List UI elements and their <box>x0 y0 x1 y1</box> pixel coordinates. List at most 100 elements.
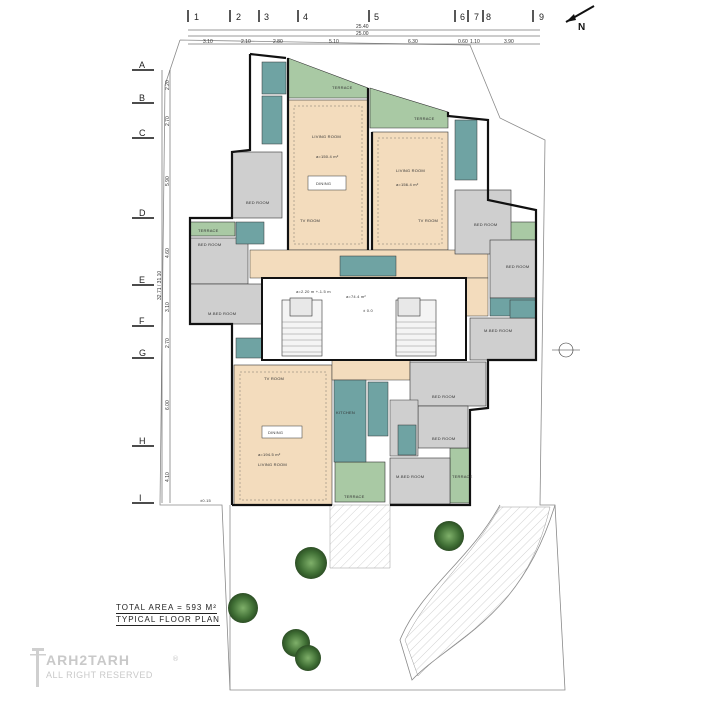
ldim-5: 3.10 <box>165 302 171 312</box>
row-B: B <box>139 93 145 103</box>
col-7: 7 <box>474 12 479 22</box>
label-mbed-1: M.BED ROOM <box>208 311 236 316</box>
terrace-top-left <box>287 57 369 99</box>
dim-overall-1: 25.40 <box>356 24 369 30</box>
plan-title-text: TYPICAL FLOOR PLAN <box>116 615 220 626</box>
bath-left <box>235 221 265 245</box>
lift-right <box>397 297 421 317</box>
master-bedroom-left <box>189 283 263 325</box>
col-8: 8 <box>486 12 491 22</box>
landscape-trees <box>228 521 464 671</box>
beige-strip-lower <box>331 359 411 381</box>
label-tv-upper: TV ROOM <box>300 218 320 223</box>
total-area-text: TOTAL AREA = 593 M² <box>116 603 217 614</box>
label-terrace-5: TERRACE <box>452 474 473 479</box>
label-lobby-sub: a=2.20 m +-1.5 m <box>296 289 331 294</box>
bedroom-upper-left <box>231 151 283 219</box>
label-bed-6: BED ROOM <box>432 436 455 441</box>
ldim-7: 6.00 <box>165 400 171 410</box>
terrace-top-right <box>369 87 449 129</box>
bath-ul-2 <box>261 95 283 145</box>
ldim-1: 2.20 <box>165 80 171 90</box>
label-bed-3: BED ROOM <box>474 222 497 227</box>
bath-lower <box>367 381 389 437</box>
dim-overall-2: 25.00 <box>356 31 369 37</box>
bedroom-lower-right-2 <box>417 405 469 449</box>
label-mbed-3: M.BED ROOM <box>396 474 424 479</box>
dim-seg-1: 3.10 <box>203 39 213 45</box>
north-label: N <box>578 22 585 33</box>
label-tv-right: TV ROOM <box>418 218 438 223</box>
grid-row-labels: A B C D E F G H I <box>139 60 146 503</box>
col-2: 2 <box>236 12 241 22</box>
row-H: H <box>139 436 146 446</box>
label-level: ± 0.0 <box>363 308 373 313</box>
bath-right-2 <box>509 299 537 319</box>
exterior-walls <box>188 52 538 507</box>
label-lobby-area: a=74.4 m² <box>346 294 366 299</box>
arh2tarh-logo-icon <box>30 648 46 687</box>
bath-lower-2 <box>397 424 417 456</box>
ldim-total: 32.71 / 31.10 <box>157 271 163 300</box>
col-6: 6 <box>460 12 465 22</box>
top-dimensions: 25.40 25.00 3.10 2.10 2.80 5.10 6.30 0.6… <box>188 24 540 45</box>
col-9: 9 <box>539 12 544 22</box>
dim-seg-8: 3.90 <box>504 39 514 45</box>
dining-table-upper <box>307 175 347 191</box>
row-F: F <box>139 316 145 326</box>
beige-strip-right <box>465 277 489 317</box>
ldim-3: 5.90 <box>165 176 171 186</box>
kitchen-lower <box>333 379 367 463</box>
label-kitchen: KITCHEN <box>336 410 355 415</box>
label-terrace-1: TERRACE <box>332 85 353 90</box>
col-4: 4 <box>303 12 308 22</box>
total-area-caption: TOTAL AREA = 593 M² <box>116 603 217 614</box>
ceiling-dashes <box>239 105 443 501</box>
dim-seg-2: 2.10 <box>241 39 251 45</box>
dim-seg-6: 0.60 <box>458 39 468 45</box>
dim-seg-7: 1.10 <box>470 39 480 45</box>
north-arrow-icon: N <box>565 5 595 33</box>
label-corner: ±0.15 <box>200 498 212 503</box>
dining-table-lower <box>261 425 303 439</box>
label-tv-lower: TV ROOM <box>264 376 284 381</box>
living-room-upper-left <box>287 99 369 251</box>
label-bed-5: BED ROOM <box>432 394 455 399</box>
row-I: I <box>139 493 142 503</box>
label-terrace-3: TERRACE <box>198 228 219 233</box>
bedroom-right <box>489 239 537 299</box>
grid-rows <box>132 69 154 504</box>
label-living-ur: LIVING ROOM <box>396 168 425 173</box>
label-living-ur-area: a=156.4 m² <box>396 182 419 187</box>
building <box>188 52 538 507</box>
lift-left <box>289 297 313 317</box>
row-A: A <box>139 60 145 70</box>
bath-ur <box>454 119 478 181</box>
dim-seg-4: 5.10 <box>329 39 339 45</box>
living-room-upper-right <box>371 131 449 251</box>
terrace-right <box>509 221 537 241</box>
ldim-8: 4.10 <box>165 472 171 482</box>
ldim-6: 2.70 <box>165 338 171 348</box>
label-bed-4: BED ROOM <box>506 264 529 269</box>
label-terrace-2: TERRACE <box>414 116 435 121</box>
logo-text: ARH2TARH <box>46 652 130 668</box>
label-living-ul-area: a=150.4 m² <box>316 154 339 159</box>
grid-column-labels: 1 2 3 4 5 6 7 8 9 <box>194 12 544 22</box>
plan-title-caption: TYPICAL FLOOR PLAN <box>116 615 220 626</box>
registered-mark: ® <box>172 655 179 663</box>
dim-seg-5: 6.30 <box>408 39 418 45</box>
label-living-ul: LIVING ROOM <box>312 134 341 139</box>
label-mbed-2: M.BED ROOM <box>484 328 512 333</box>
logo-subtext: ALL RIGHT RESERVED <box>46 670 153 680</box>
label-dining-upper: DINING <box>316 181 331 186</box>
bath-center-top <box>339 255 397 277</box>
bath-ul-1 <box>261 61 287 95</box>
master-bedroom-right <box>469 317 537 361</box>
row-D: D <box>139 208 146 218</box>
col-3: 3 <box>264 12 269 22</box>
bedroom-left <box>189 237 249 285</box>
driveway-hatch <box>329 504 551 677</box>
label-living-lower: LIVING ROOM <box>258 462 287 467</box>
